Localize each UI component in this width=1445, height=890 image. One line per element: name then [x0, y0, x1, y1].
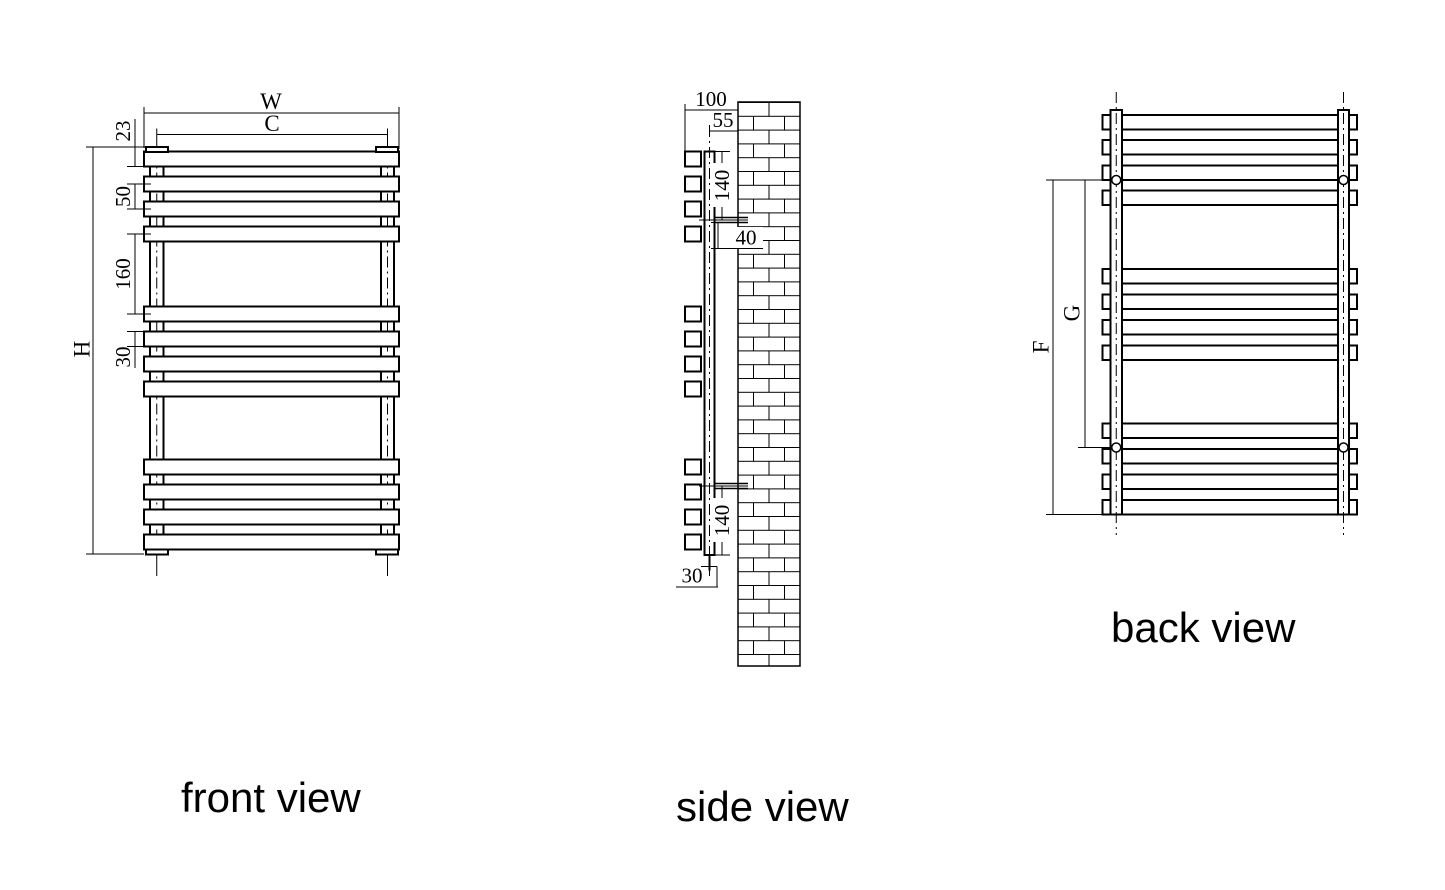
bar	[1121, 499, 1339, 516]
dim-label-140-bottom: 140	[710, 505, 734, 537]
brick-wall	[737, 101, 801, 667]
bar	[1121, 189, 1339, 206]
dim-label-140-top: 140	[710, 170, 734, 202]
back-tube-centerlines	[1115, 92, 1344, 535]
dim-label-G: G	[1060, 305, 1085, 322]
bar	[1121, 114, 1339, 131]
dim-front-top-offset: 23	[111, 119, 146, 167]
bar-end	[684, 200, 702, 218]
dim-label-F: F	[1029, 341, 1054, 354]
front-bars	[143, 150, 400, 551]
dim-side-tube-centre: 55	[709, 108, 739, 137]
dim-front-bar-height: 30	[111, 331, 146, 368]
front-view: W C H 23 50 160 30 fron	[70, 89, 400, 821]
dim-side-bottom-bracket: 140	[710, 485, 734, 556]
bar	[1121, 293, 1339, 310]
dim-label-W: W	[260, 89, 282, 114]
bar	[143, 200, 400, 218]
dim-label-55: 55	[713, 108, 734, 132]
bar	[143, 175, 400, 193]
dim-label-40: 40	[736, 226, 757, 250]
bar	[143, 483, 400, 501]
bar	[143, 305, 400, 323]
back-bars	[1121, 114, 1339, 516]
front-pipe-tails	[156, 554, 388, 576]
bar-end	[684, 483, 702, 501]
bar-end	[684, 458, 702, 476]
bar	[143, 150, 400, 168]
bar	[143, 458, 400, 476]
dim-label-H: H	[70, 341, 95, 358]
front-left-tube	[149, 151, 165, 550]
dim-back-bracket-centres: G	[1060, 179, 1111, 448]
bar	[143, 330, 400, 348]
dim-side-depth: 100	[684, 87, 739, 151]
bar-end	[684, 533, 702, 551]
front-right-tube	[380, 151, 395, 550]
dim-front-width: W	[143, 89, 400, 149]
dim-label-C: C	[264, 111, 279, 136]
bar-end	[684, 355, 702, 373]
dim-front-centres: C	[156, 111, 388, 148]
bar-end	[684, 330, 702, 348]
bar	[143, 355, 400, 373]
dim-label-100: 100	[695, 87, 727, 111]
bar	[1121, 344, 1339, 361]
bar-end	[684, 508, 702, 526]
bar	[143, 533, 400, 551]
dim-back-fixing-overall: F	[1029, 179, 1128, 515]
bar	[143, 508, 400, 526]
front-view-title: front view	[181, 774, 361, 821]
bar	[143, 225, 400, 243]
bar	[1121, 319, 1339, 336]
dim-front-panel-gap: 160	[111, 233, 151, 315]
bar	[1121, 422, 1339, 439]
dim-side-top-bracket: 140	[710, 151, 734, 221]
dim-label-160: 160	[111, 258, 135, 290]
bar	[1121, 164, 1339, 181]
side-view-title: side view	[676, 783, 849, 830]
dim-front-height: H	[70, 146, 146, 555]
dim-side-bracket-offset: 40	[711, 222, 763, 250]
dim-label-30: 30	[111, 347, 135, 368]
bracket-fixing-points	[1111, 174, 1349, 453]
bar-end	[684, 305, 702, 323]
bar-end	[684, 225, 702, 243]
back-bar-tabs	[1101, 114, 1358, 516]
bar-end	[684, 150, 702, 168]
dim-label-23: 23	[111, 121, 135, 142]
side-view: 100 55 140 40 140 30 side view	[676, 87, 849, 830]
back-view: F G back view	[1029, 92, 1358, 651]
bar	[1121, 473, 1339, 490]
dim-label-50: 50	[111, 186, 135, 207]
bar	[1121, 448, 1339, 465]
side-bar-ends	[684, 150, 702, 551]
bar	[1121, 268, 1339, 285]
bar	[143, 380, 400, 398]
dim-label-30-stub: 30	[682, 564, 703, 588]
bar-end	[684, 175, 702, 193]
back-view-title: back view	[1111, 604, 1296, 651]
bar	[1121, 139, 1339, 156]
dim-side-bottom-stub: 30	[676, 564, 718, 588]
bar-end	[684, 380, 702, 398]
dim-front-bar-pitch: 50	[111, 183, 151, 210]
